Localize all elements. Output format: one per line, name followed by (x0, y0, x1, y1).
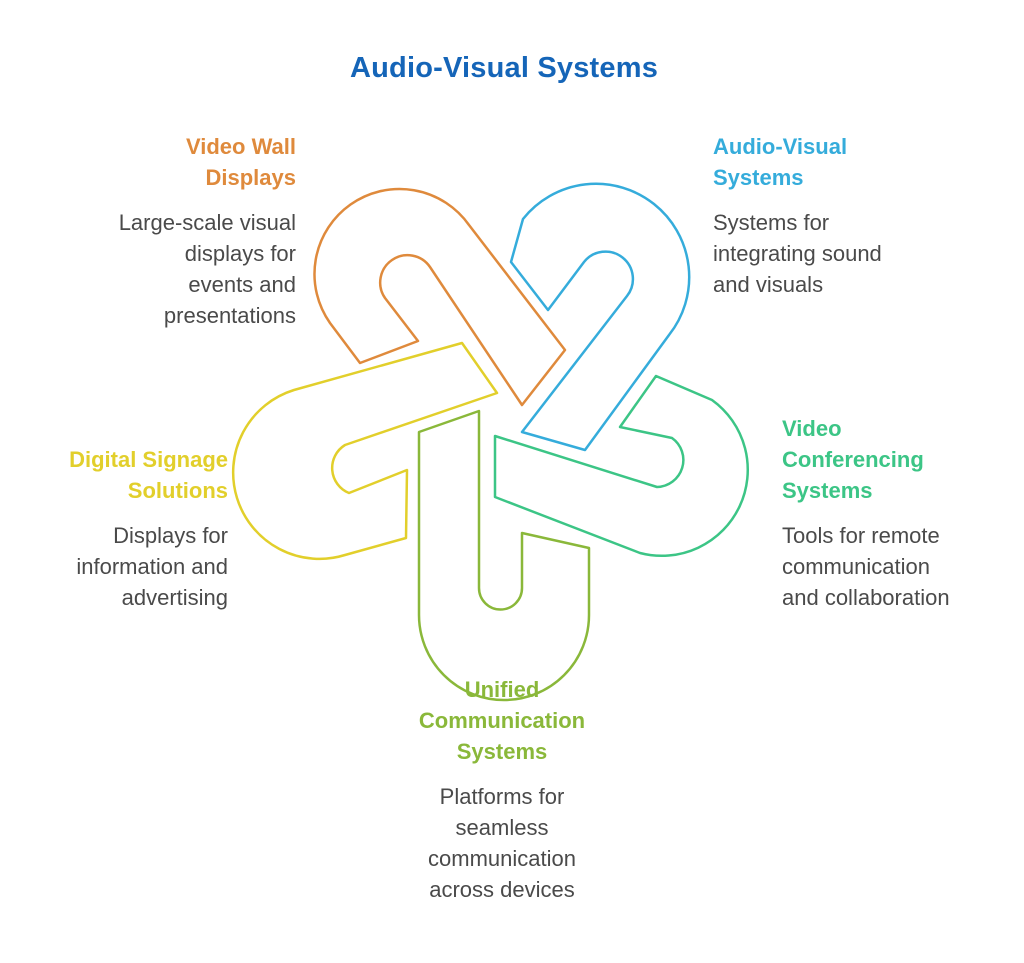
av-systems-desc-line: integrating sound (713, 241, 882, 266)
diagram-title: Audio-Visual Systems (349, 52, 659, 84)
item-av-systems: Audio-Visual Systems Systems for integra… (713, 131, 953, 300)
unified-communication-desc-line: seamless (455, 815, 549, 840)
video-conferencing-desc-line: communication (782, 554, 930, 579)
video-conferencing-heading-line: Video (782, 416, 842, 441)
unified-communication-desc-line: across devices (429, 877, 575, 902)
av-systems-heading-line: Audio-Visual (713, 134, 848, 159)
video-conferencing-heading-line: Systems (782, 478, 873, 503)
video-wall-desc-line: events and (188, 272, 296, 297)
video-wall-desc-line: displays for (184, 241, 296, 266)
video-conferencing-heading-line: Conferencing (782, 447, 924, 472)
av-systems-description: Systems for integrating sound and visual… (713, 207, 953, 300)
video-wall-heading-line: Video Wall (185, 134, 296, 159)
item-video-wall: Video Wall Displays Large-scale visual d… (60, 131, 296, 331)
unified-communication-desc-line: Platforms for (439, 784, 565, 809)
digital-signage-description: Displays for information and advertising (20, 520, 228, 613)
unified-communication-description: Platforms for seamless communication acr… (392, 781, 612, 905)
digital-signage-desc-line: information and (76, 554, 228, 579)
av-systems-desc-line: and visuals (713, 272, 824, 297)
video-wall-loop-icon (313, 187, 567, 407)
unified-communication-loop-icon (417, 409, 591, 702)
digital-signage-heading: Digital Signage Solutions (20, 444, 228, 506)
video-conferencing-description: Tools for remote communication and colla… (782, 520, 1018, 613)
video-wall-heading-line: Displays (205, 165, 297, 190)
unified-communication-heading-line: Systems (456, 739, 548, 764)
item-digital-signage: Digital Signage Solutions Displays for i… (20, 444, 228, 613)
unified-communication-desc-line: communication (428, 846, 576, 871)
video-wall-desc-line: Large-scale visual (118, 210, 296, 235)
digital-signage-loop-icon (231, 341, 499, 561)
av-systems-loop-icon (509, 182, 691, 452)
video-conferencing-desc-line: and collaboration (782, 585, 950, 610)
video-conferencing-heading: Video Conferencing Systems (782, 413, 1018, 506)
video-wall-heading: Video Wall Displays (60, 131, 296, 193)
video-wall-desc-line: presentations (163, 303, 296, 328)
digital-signage-heading-line: Solutions (127, 478, 228, 503)
digital-signage-heading-line: Digital Signage (69, 447, 228, 472)
unified-communication-heading-line: Unified (464, 677, 540, 702)
av-systems-desc-line: Systems for (713, 210, 830, 235)
item-video-conferencing: Video Conferencing Systems Tools for rem… (782, 413, 1018, 613)
digital-signage-desc-line: Displays for (113, 523, 228, 548)
av-systems-heading: Audio-Visual Systems (713, 131, 953, 193)
unified-communication-heading: Unified Communication Systems (392, 674, 612, 767)
av-systems-heading-line: Systems (713, 165, 804, 190)
unified-communication-heading-line: Communication (418, 708, 586, 733)
video-wall-description: Large-scale visual displays for events a… (60, 207, 296, 331)
item-unified-communication: Unified Communication Systems Platforms … (392, 674, 612, 905)
video-conferencing-desc-line: Tools for remote (782, 523, 940, 548)
digital-signage-desc-line: advertising (121, 585, 228, 610)
video-conferencing-loop-icon (493, 374, 749, 558)
